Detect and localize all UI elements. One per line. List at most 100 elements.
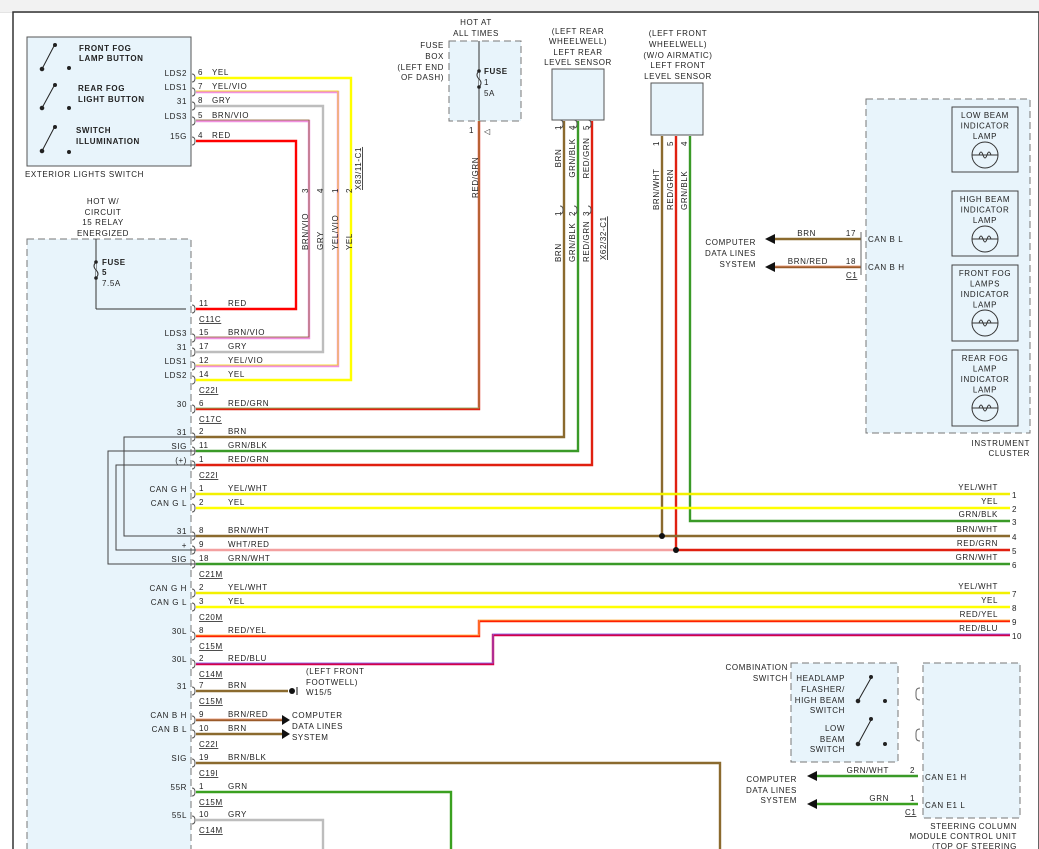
pin-name: LDS1: [165, 357, 187, 366]
fuse-5: FUSE 5 7.5A: [93, 239, 186, 310]
pin-number: 11: [199, 441, 209, 450]
pin-number: 1: [554, 211, 563, 216]
svg-text:WHEELWELL): WHEELWELL): [549, 37, 607, 46]
pin-number: 19: [199, 753, 209, 762]
wire-label: GRN/WHT: [956, 553, 998, 562]
connector-icon: [191, 404, 196, 414]
pin-number: 2: [568, 211, 577, 216]
wire-label: BRN/VIO: [301, 213, 310, 250]
switch-icon: [39, 43, 71, 154]
reference-number: 9: [1012, 618, 1017, 627]
pin-number: 1: [554, 125, 563, 130]
svg-text:(LEFT REAR: (LEFT REAR: [552, 27, 605, 36]
pin-number: 17: [199, 342, 209, 351]
wire-label: GRN: [228, 782, 248, 791]
svg-text:W15/5: W15/5: [306, 688, 332, 697]
connector-icon: [191, 460, 196, 470]
svg-text:1: 1: [910, 794, 915, 803]
steering-column-module: STEERING COLUMN MODULE CONTROL UNIT (TOP…: [746, 662, 1021, 849]
pin-number: 4: [198, 131, 203, 140]
svg-text:(LEFT FRONT: (LEFT FRONT: [649, 29, 707, 38]
connector-icon: [191, 631, 196, 641]
pin-number: 8: [198, 96, 203, 105]
pin-number: 18: [199, 554, 209, 563]
module-box: [26, 238, 192, 849]
svg-text:COMPUTER: COMPUTER: [746, 775, 797, 784]
pin-number: 1: [652, 141, 661, 146]
pin-name: SIG: [171, 555, 187, 564]
connector-icon: [191, 304, 196, 314]
pin-number: 3: [582, 211, 591, 216]
internal-line: [123, 436, 196, 537]
pin-name: CAN G L: [151, 499, 187, 508]
connector-icon: [587, 205, 592, 215]
wire: [196, 139, 298, 311]
reference-number: 4: [1012, 533, 1017, 542]
svg-text:CAN B L: CAN B L: [868, 235, 903, 244]
pin-name: (+): [175, 456, 187, 465]
pin-number: 6: [199, 399, 204, 408]
lamp-label: LAMP: [973, 386, 997, 395]
svg-text:BEAM: BEAM: [820, 735, 845, 744]
pin-name: +: [182, 541, 187, 550]
lamp-label: LAMP: [973, 301, 997, 310]
pin-name: LDS3: [165, 329, 187, 338]
pin-number: 5: [582, 125, 591, 130]
lamp-box: [951, 106, 1019, 173]
switch-label: LIGHT BUTTON: [78, 95, 145, 104]
wire-label: YEL/VIO: [331, 215, 340, 250]
svg-text:7.5A: 7.5A: [102, 279, 121, 288]
pin-number: 5: [198, 111, 203, 120]
wire: [196, 121, 580, 453]
wire: [196, 761, 722, 849]
lamp-label: LAMP: [973, 132, 997, 141]
svg-text:GRN/WHT: GRN/WHT: [847, 766, 889, 775]
svg-text:5A: 5A: [484, 89, 495, 98]
pin-name: LDS1: [165, 83, 187, 92]
wire-label: RED/GRN: [582, 221, 591, 262]
lamp-label: LAMPS: [970, 280, 1000, 289]
svg-text:BRN: BRN: [797, 229, 816, 238]
connector-icon: [191, 787, 196, 797]
wire-label: GRY: [212, 96, 231, 105]
connector-icon: [191, 361, 196, 371]
svg-text:FUSE: FUSE: [420, 41, 444, 50]
svg-text:(LEFT END: (LEFT END: [397, 63, 444, 72]
connector-label: C22I: [199, 740, 218, 749]
reference-number: 2: [1012, 505, 1017, 514]
svg-text:CAN E1 L: CAN E1 L: [925, 801, 965, 810]
connector-icon: [191, 602, 196, 612]
connector-icon: [191, 715, 196, 725]
switch-label: FRONT FOG: [79, 44, 132, 53]
reference-number: 1: [1012, 491, 1017, 500]
pin-number: 14: [199, 370, 209, 379]
component-label: EXTERIOR LIGHTS SWITCH: [25, 170, 144, 179]
wire-label: BRN/WHT: [228, 526, 270, 535]
svg-text:SWITCH: SWITCH: [753, 674, 788, 683]
connector-icon: [573, 205, 578, 215]
connector-icon: [191, 531, 196, 541]
svg-text:CAN E1 H: CAN E1 H: [925, 773, 967, 782]
svg-text:LEFT REAR: LEFT REAR: [553, 48, 602, 57]
pin-name: 30L: [172, 627, 187, 636]
lamp-box: [951, 190, 1019, 257]
wire: [196, 121, 566, 439]
svg-text:LEFT FRONT: LEFT FRONT: [650, 61, 705, 70]
reference-number: 10: [1012, 632, 1022, 641]
lamp-label: LOW BEAM: [961, 111, 1009, 120]
wire-label: YEL: [228, 597, 245, 606]
wire-label: BRN/WHT: [956, 525, 998, 534]
wire: [196, 121, 594, 467]
pin-number: 7: [198, 82, 203, 91]
svg-text:SYSTEM: SYSTEM: [761, 796, 798, 805]
pin-number: 6: [198, 68, 203, 77]
connector-label: X62/32-C1: [599, 216, 608, 260]
svg-text:SYSTEM: SYSTEM: [720, 260, 757, 269]
left-front-level-sensor: (LEFT FRONT WHEELWELL) (W/O AIRMATIC) LE…: [643, 29, 712, 136]
arrow-icon: [765, 234, 775, 244]
pin-number: 2: [199, 498, 204, 507]
svg-text:BOX: BOX: [425, 52, 444, 61]
connector-icon: [587, 119, 592, 129]
connector-label: C20M: [199, 613, 223, 622]
